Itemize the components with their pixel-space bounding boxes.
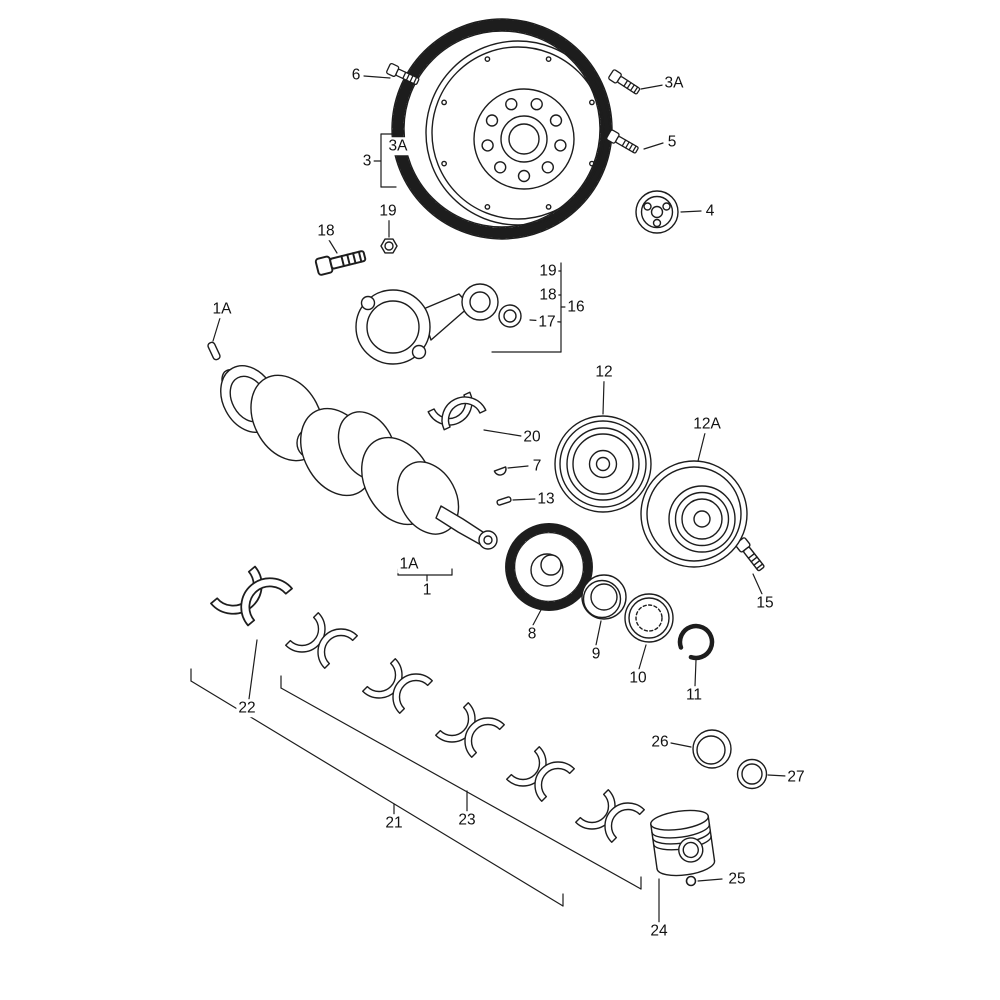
part-label-17: 17: [536, 313, 558, 331]
piston-25: [650, 809, 716, 877]
spacer-ring-9: [581, 574, 627, 620]
part-label-24: 24: [648, 922, 670, 940]
part-label-27: 27: [785, 768, 807, 786]
part-label-21: 21: [383, 814, 405, 832]
part-label-20: 20: [521, 428, 543, 446]
part-label-4: 4: [703, 202, 717, 220]
part-label-18: 18: [537, 286, 559, 304]
wrist-pin-bushing-17: [498, 304, 522, 328]
part-label-1: 1: [420, 581, 434, 599]
part-label-12: 12: [593, 363, 615, 381]
part-label-10: 10: [627, 669, 649, 687]
pulley-12a: [640, 460, 748, 568]
woodruff-key-7: [493, 466, 507, 476]
part-label-22: 22: [236, 699, 258, 717]
part-label-23: 23: [456, 811, 478, 829]
part-label-26: 26: [649, 733, 671, 751]
rod-nut-19: [380, 238, 398, 254]
part-label-19: 19: [377, 202, 399, 220]
part-label-8: 8: [525, 625, 539, 643]
part-label-15: 15: [754, 594, 776, 612]
drive-hub-4: [635, 190, 679, 234]
leader-lines: [212, 75, 787, 923]
part-label-3A: 3A: [386, 137, 410, 155]
part-label-18: 18: [315, 222, 337, 240]
dowel-pin-1a: [207, 341, 221, 361]
snap-ring-11: [677, 623, 715, 661]
part-label-13: 13: [535, 490, 557, 508]
part-label-16: 16: [565, 298, 587, 316]
bracket-3: [372, 133, 397, 188]
part-label-1A: 1A: [397, 555, 421, 573]
connecting-rod-16: [355, 283, 499, 365]
bracket-21-23: [190, 668, 642, 907]
timing-gear-8: [505, 523, 593, 611]
part-label-6: 6: [349, 66, 363, 84]
part-label-5: 5: [665, 133, 679, 151]
sealing-ring-27: [736, 758, 768, 790]
pulley-12: [554, 415, 652, 513]
crankshaft-1: [220, 365, 498, 550]
pin-13: [496, 496, 512, 506]
part-label-1A: 1A: [210, 300, 234, 318]
part-label-9: 9: [589, 645, 603, 663]
part-label-19: 19: [537, 262, 559, 280]
part-label-3: 3: [360, 152, 374, 170]
part-label-12A: 12A: [691, 415, 723, 433]
circlip-icon: [685, 875, 697, 887]
part-label-7: 7: [530, 457, 544, 475]
part-label-11: 11: [683, 686, 705, 704]
spacer-ring-10: [624, 593, 674, 643]
sealing-ring-26: [692, 729, 732, 769]
part-label-3A: 3A: [662, 74, 686, 92]
part-label-25: 25: [726, 870, 748, 888]
